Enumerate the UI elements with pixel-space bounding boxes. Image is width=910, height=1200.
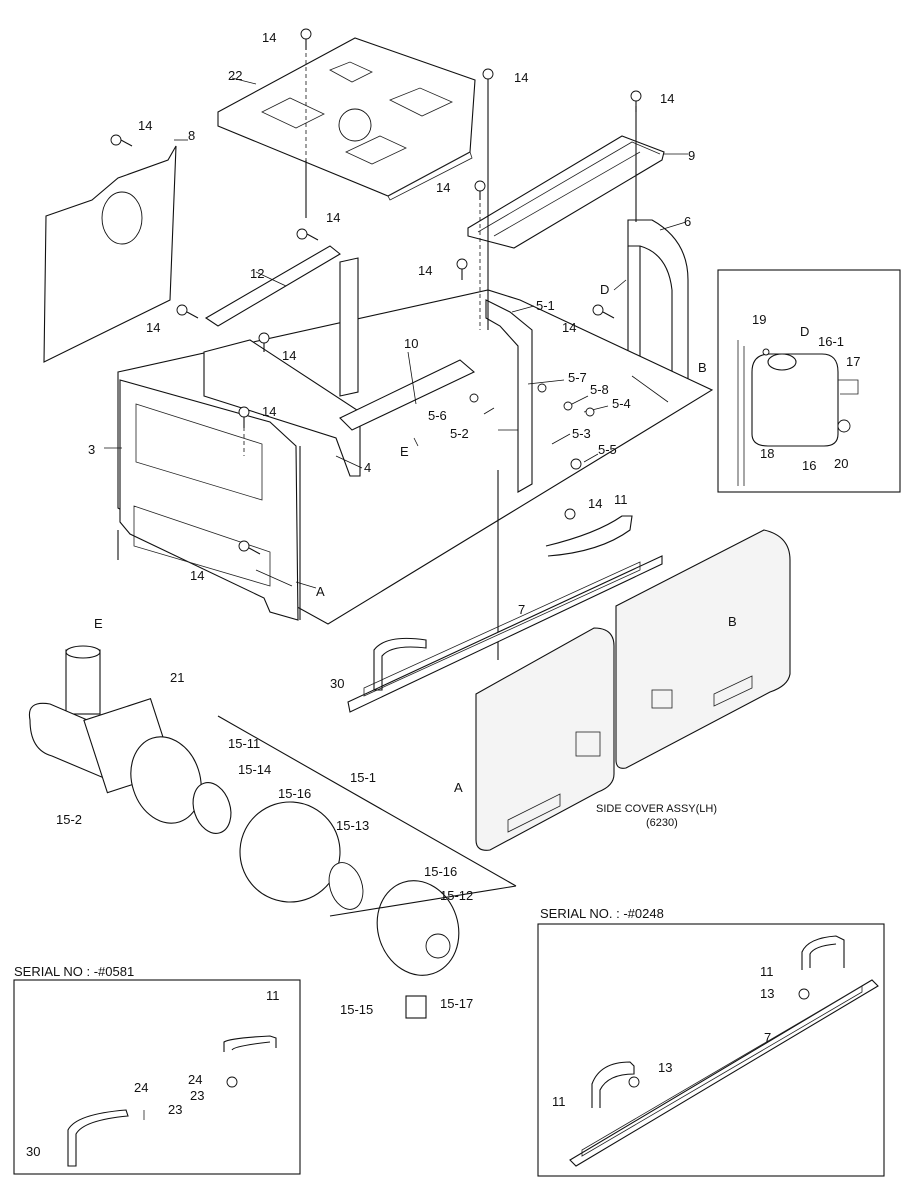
label-5-1: 5-1 <box>536 298 555 313</box>
label-15-15: 15-15 <box>340 1002 373 1017</box>
label-11: 11 <box>552 1094 566 1109</box>
label-B: B <box>728 614 737 629</box>
label-5-6: 5-6 <box>428 408 447 423</box>
label-24: 24 <box>134 1080 148 1095</box>
label-23: 23 <box>168 1102 182 1117</box>
top-cover-panel <box>217 37 476 201</box>
label-15-11: 15-11 <box>228 736 260 751</box>
bolt-icons <box>110 28 642 555</box>
label-15-16: 15-16 <box>424 864 457 879</box>
label-30: 30 <box>330 676 344 691</box>
label-14: 14 <box>418 263 432 278</box>
label-14: 14 <box>262 30 276 45</box>
main-frame <box>117 245 714 625</box>
label-15-16: 15-16 <box>278 786 311 801</box>
label-A: A <box>454 780 463 795</box>
label-24: 24 <box>188 1072 202 1087</box>
side-panel <box>43 145 177 363</box>
leader-lines <box>104 46 688 660</box>
label-14: 14 <box>326 210 340 225</box>
label-20: 20 <box>834 456 848 471</box>
label-5-4: 5-4 <box>612 396 631 411</box>
label-14: 14 <box>562 320 576 335</box>
captions: SIDE COVER ASSY(LH) (6230) SERIAL NO. : … <box>14 803 717 979</box>
label-5-5: 5-5 <box>598 442 617 457</box>
side-cover-assembly <box>475 529 791 851</box>
label-13: 13 <box>760 986 774 1001</box>
label-9: 9 <box>688 148 695 163</box>
label-21: 21 <box>170 670 184 685</box>
label-15-13: 15-13 <box>336 818 369 833</box>
label-B: B <box>698 360 707 375</box>
hose-and-bar <box>347 515 663 713</box>
label-14: 14 <box>282 348 296 363</box>
label-23: 23 <box>190 1088 204 1103</box>
label-18: 18 <box>760 446 774 461</box>
label-D: D <box>800 324 809 339</box>
label-15-12: 15-12 <box>440 888 473 903</box>
label-5-2: 5-2 <box>450 426 469 441</box>
label-7: 7 <box>518 602 525 617</box>
label-14: 14 <box>138 118 152 133</box>
side-cover-caption: SIDE COVER ASSY(LH) <box>596 803 717 815</box>
label-14: 14 <box>190 568 204 583</box>
label-19: 19 <box>752 312 766 327</box>
label-14: 14 <box>588 496 602 511</box>
label-14: 14 <box>660 91 674 106</box>
label-13: 13 <box>658 1060 672 1075</box>
label-7: 7 <box>764 1030 771 1045</box>
label-15-2: 15-2 <box>56 812 82 827</box>
label-14: 14 <box>262 404 276 419</box>
part-labels: 14 22 14 14 14 8 9 14 14 6 14 12 D 5-1 1… <box>26 30 860 1159</box>
serial-left-header: SERIAL NO : -#0581 <box>14 964 134 979</box>
label-3: 3 <box>88 442 95 457</box>
label-15-14: 15-14 <box>238 762 271 777</box>
label-14: 14 <box>436 180 450 195</box>
label-14: 14 <box>146 320 160 335</box>
label-5-3: 5-3 <box>572 426 591 441</box>
label-11: 11 <box>266 988 280 1003</box>
label-8: 8 <box>188 128 195 143</box>
label-14: 14 <box>514 70 528 85</box>
serial-right-header: SERIAL NO. : -#0248 <box>540 906 664 921</box>
label-11: 11 <box>614 492 628 507</box>
label-11: 11 <box>760 964 774 979</box>
label-10: 10 <box>404 336 418 351</box>
air-cleaner <box>28 645 517 1019</box>
label-15-1: 15-1 <box>350 770 376 785</box>
bracket-top-right <box>467 135 665 249</box>
label-E: E <box>94 616 103 631</box>
label-A: A <box>316 584 325 599</box>
label-6: 6 <box>684 214 691 229</box>
label-4: 4 <box>364 460 371 475</box>
label-16-1: 16-1 <box>818 334 844 349</box>
reservoir-inset <box>717 269 901 493</box>
label-17: 17 <box>846 354 860 369</box>
label-5-8: 5-8 <box>590 382 609 397</box>
label-16: 16 <box>802 458 816 473</box>
label-15-17: 15-17 <box>440 996 473 1011</box>
label-5-7: 5-7 <box>568 370 587 385</box>
label-D: D <box>600 282 609 297</box>
label-22: 22 <box>228 68 242 83</box>
serial-box-right <box>537 923 885 1177</box>
label-E: E <box>400 444 409 459</box>
label-12: 12 <box>250 266 264 281</box>
side-cover-part-number: (6230) <box>646 817 678 829</box>
serial-box-left <box>13 979 301 1175</box>
label-30: 30 <box>26 1144 40 1159</box>
